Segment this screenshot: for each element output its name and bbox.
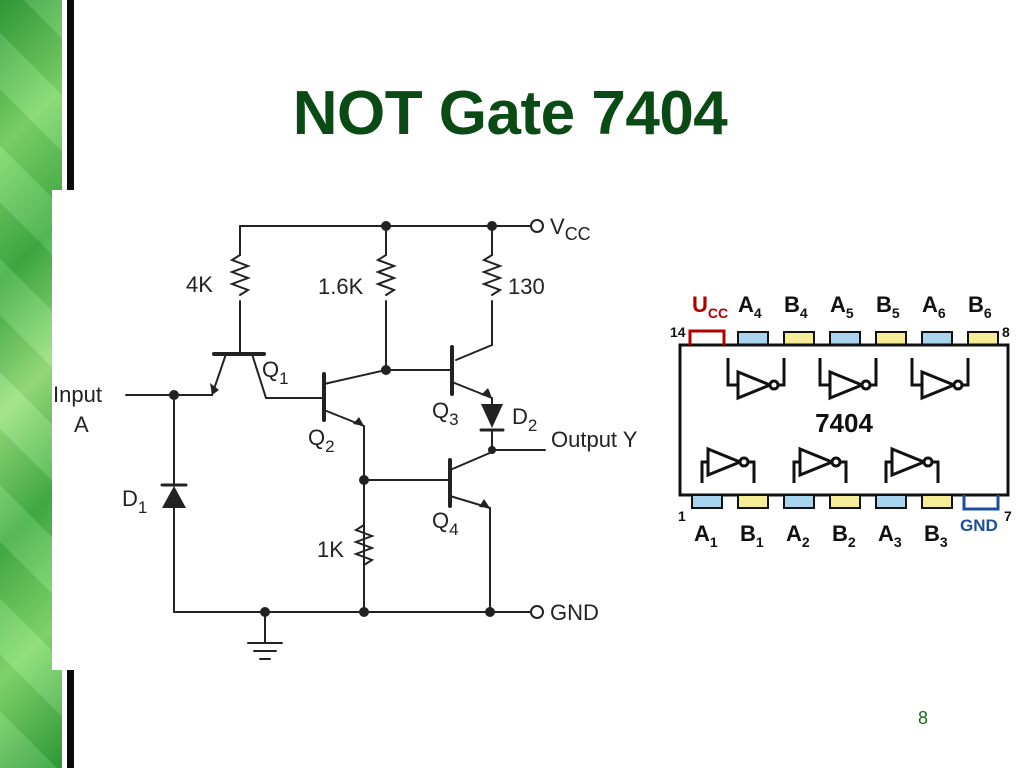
resistor-4k <box>229 254 251 296</box>
q2-label: Q2 <box>308 425 335 456</box>
top-pin <box>783 331 815 346</box>
diode-d2 <box>481 404 503 428</box>
resistor-130 <box>481 254 503 296</box>
bottom-pin <box>737 494 769 509</box>
resistor-1-6k <box>375 254 397 296</box>
bottom-pin-label: B3 <box>924 521 948 550</box>
chip-7404-pinout: UCC A4 B4 A5 B5 A6 B6 7404 14 8 1 7 A1 B1 A2 B2 A3… <box>670 292 1012 550</box>
top-pin <box>737 331 769 346</box>
pin8-number: 8 <box>1002 324 1010 340</box>
chip-body <box>678 343 1010 497</box>
resistor-1k-label: 1K <box>317 537 344 562</box>
q3-label: Q3 <box>432 398 459 429</box>
pin14-number: 14 <box>670 324 686 340</box>
bottom-pin <box>783 494 815 509</box>
vcc-terminal <box>530 219 544 233</box>
resistor-130-label: 130 <box>508 274 545 299</box>
bottom-pin <box>875 494 907 509</box>
d1-label: D1 <box>122 486 147 517</box>
top-pin-label: A6 <box>922 292 946 321</box>
gnd-terminal <box>530 605 544 619</box>
top-pin-label: A5 <box>830 292 854 321</box>
top-pin <box>921 331 953 346</box>
bottom-pin-label: A3 <box>878 521 902 550</box>
d2-label: D2 <box>512 404 537 435</box>
top-pin-label: UCC <box>692 292 728 321</box>
top-pin-label: B5 <box>876 292 900 321</box>
gnd-label: GND <box>550 600 599 625</box>
pin7-number: 7 <box>1004 508 1012 524</box>
diode-d1 <box>162 486 186 508</box>
page-number: 8 <box>918 708 929 728</box>
top-pin <box>967 331 999 346</box>
output-label: Output Y <box>551 427 638 452</box>
bottom-pin-label: A1 <box>694 521 718 550</box>
top-pin-label: B6 <box>968 292 992 321</box>
top-pin-label: B4 <box>784 292 808 321</box>
q4-label: Q4 <box>432 508 459 539</box>
vcc-label: VCC <box>550 214 591 244</box>
ground-symbol <box>247 642 283 660</box>
vcc-pin-bracket <box>688 329 726 345</box>
gnd-pin-label: GND <box>960 516 998 535</box>
chip-name: 7404 <box>815 408 873 438</box>
resistor-1-6k-label: 1.6K <box>318 274 364 299</box>
bottom-pin <box>829 494 861 509</box>
top-pin <box>875 331 907 346</box>
q1-label: Q1 <box>262 357 289 388</box>
bottom-pin-label: A2 <box>786 521 810 550</box>
bottom-pin-label: B2 <box>832 521 856 550</box>
pin1-number: 1 <box>678 508 686 524</box>
bottom-pin <box>921 494 953 509</box>
resistor-4k-label: 4K <box>186 272 213 297</box>
decorative-side-band <box>0 0 62 768</box>
bottom-pin-label: B1 <box>740 521 764 550</box>
circuit-panel <box>52 190 662 670</box>
slide-title: NOT Gate 7404 <box>292 79 728 148</box>
top-pin-label: A4 <box>738 292 762 321</box>
gnd-pin-bracket <box>962 495 1000 511</box>
input-label-line2: A <box>74 412 89 437</box>
top-pin <box>829 331 861 346</box>
bottom-pin <box>691 494 723 509</box>
input-label-line1: Input <box>53 382 102 407</box>
resistor-1k <box>353 524 375 566</box>
